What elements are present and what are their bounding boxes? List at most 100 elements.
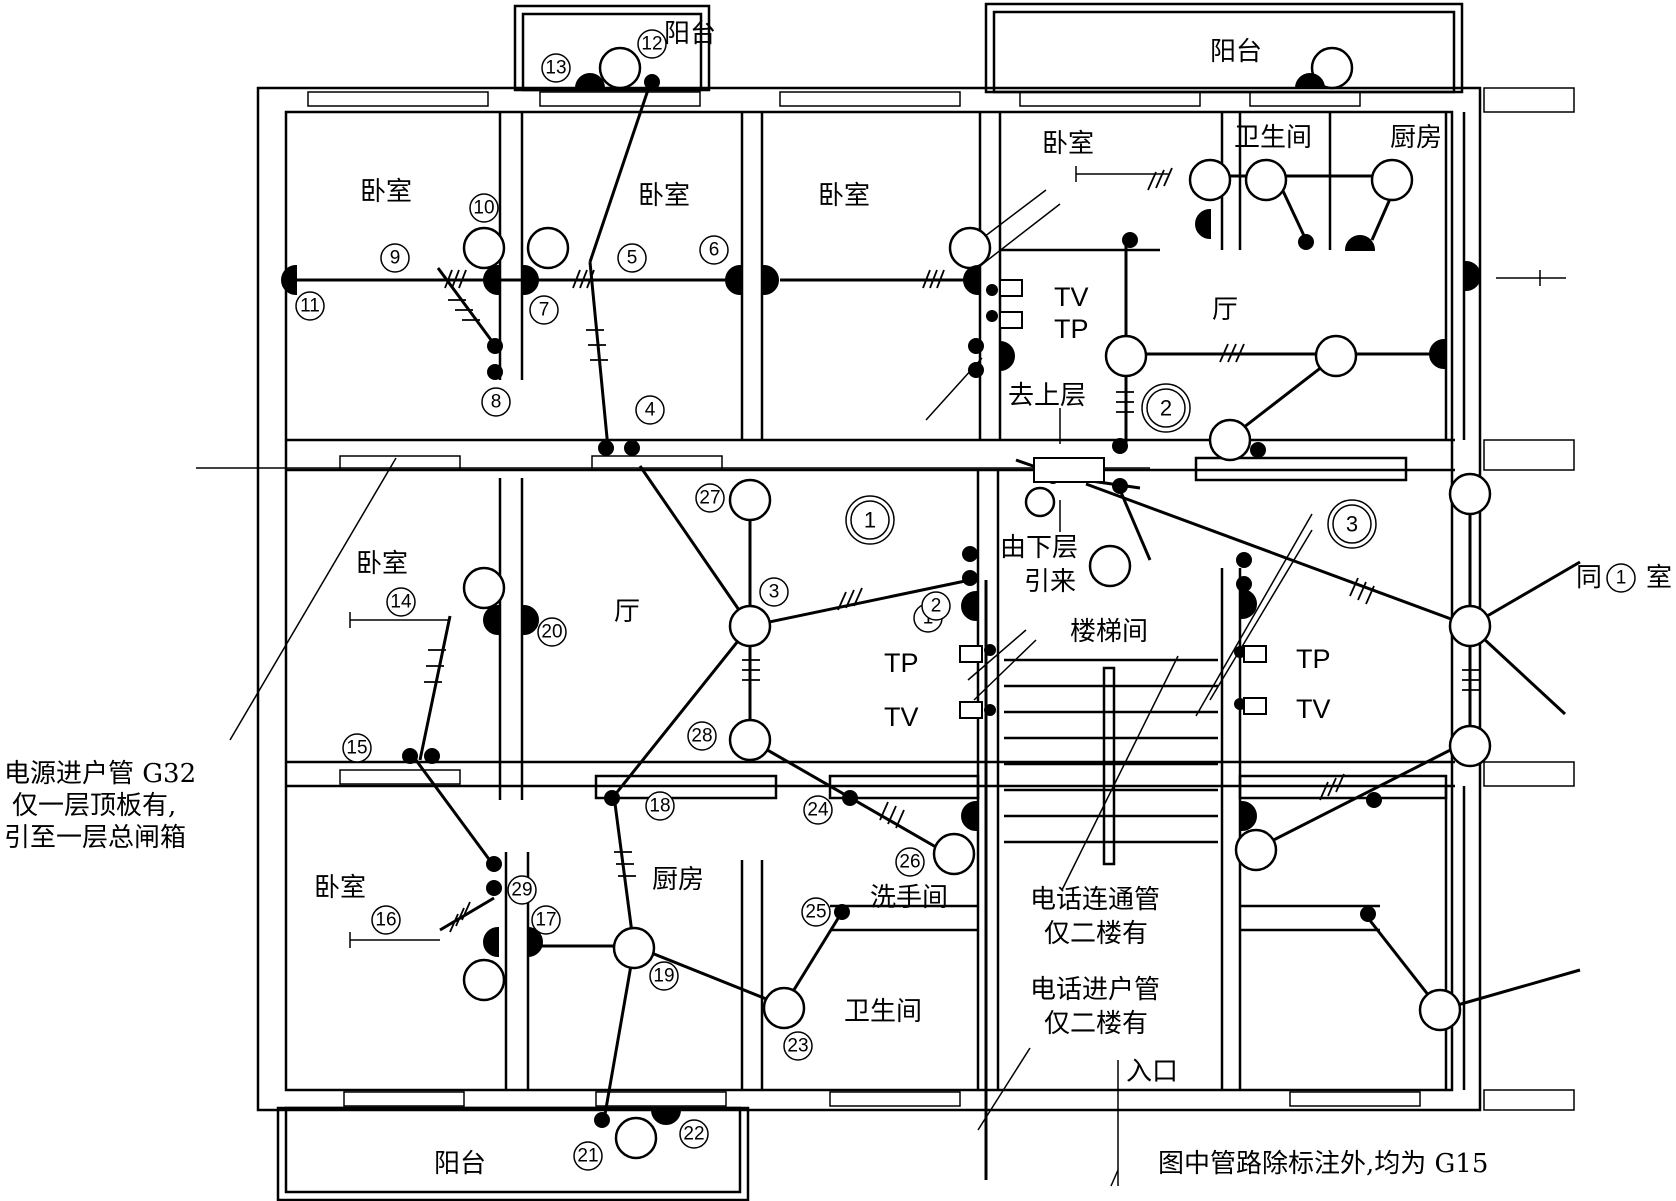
- circuit-tag-number: 21: [577, 1146, 598, 1167]
- circuit-tag-ring: [783, 1031, 813, 1061]
- light-fixtures: [462, 46, 1492, 1160]
- circuit-tag-number: 15: [346, 738, 367, 759]
- circuit-tag-12: 12: [637, 29, 667, 59]
- circuit-tag-20: 20: [537, 617, 567, 647]
- phone-entry-note-1: 电话进户管: [1030, 975, 1160, 1005]
- circuit-tag-15: 15: [342, 733, 372, 763]
- tv-label-left: TV: [884, 702, 919, 732]
- circuit-tag-ring: [921, 591, 951, 621]
- circuit-tag-number: 22: [683, 1124, 704, 1145]
- tv-label-upper: TV: [1054, 282, 1089, 312]
- circuit-tag-11: 11: [295, 291, 325, 321]
- circuit-tag-23: 23: [783, 1031, 813, 1061]
- circuit-tag-19: 19: [649, 961, 679, 991]
- circuit-tag-ring: [803, 795, 833, 825]
- conduit-runs: [290, 77, 1581, 1180]
- conductor-tick-marks: [424, 167, 1480, 933]
- circuit-tag-number: 5: [627, 248, 638, 269]
- phone-link-note-2: 仅二楼有: [1044, 919, 1148, 949]
- circuit-tag-number: 3: [769, 582, 780, 603]
- circuit-tag-ring: [541, 53, 571, 83]
- tp-label-upper: TP: [1054, 314, 1089, 344]
- circuit-tag-number: 16: [375, 910, 396, 931]
- balcony-bottom-label: 阳台: [434, 1149, 486, 1179]
- circuit-tag-ring: [531, 905, 561, 935]
- washroom-label: 洗手间: [870, 883, 948, 913]
- room-labels: 阳台 阳台 阳台 卧室 卧室 卧室 卧室 卧室 卧室 厅 厅 厨房 厨房 洗手间…: [314, 19, 1672, 1179]
- same-as-unit-number: 1: [1616, 568, 1627, 589]
- power-pipe-note-1: 电源进户管 G32: [4, 759, 196, 789]
- circuit-tag-22: 22: [679, 1119, 709, 1149]
- circuit-tag-ring: [649, 961, 679, 991]
- circuit-tag-number: 29: [511, 880, 532, 901]
- general-note: 图中管路除标注外,均为 G15: [1158, 1149, 1488, 1179]
- circuit-tag-number: 25: [805, 902, 826, 923]
- unit-2-number: 2: [1160, 396, 1172, 421]
- circuit-tag-8: 8: [481, 387, 511, 417]
- stairwell-label: 楼梯间: [1070, 617, 1148, 647]
- circuit-tag-ring: [679, 1119, 709, 1149]
- circuit-tag-number: 27: [699, 488, 720, 509]
- circuit-tag-ring: [617, 243, 647, 273]
- circuit-tag-number: 20: [541, 622, 562, 643]
- annotation-labels: 去上层 由下层 引来 入口 电源进户管 G32 仅一层顶板有, 引至一层总闸箱 …: [4, 282, 1488, 1179]
- phone-entry-note-2: 仅二楼有: [1044, 1009, 1148, 1039]
- circuit-tag-29: 29: [507, 875, 537, 905]
- circuit-tag-number: 10: [473, 198, 494, 219]
- circuit-tag-ring: [386, 587, 416, 617]
- circuit-tag-ring: [573, 1141, 603, 1171]
- circuit-tag-number: 18: [649, 796, 670, 817]
- unit-2-marker: 2: [1141, 383, 1191, 433]
- unit-3-marker: 3: [1327, 499, 1377, 549]
- circuit-tag-ring: [469, 193, 499, 223]
- power-pipe-note-3: 引至一层总闸箱: [4, 823, 186, 853]
- circuit-tag-number: 13: [545, 58, 566, 79]
- circuit-tag-ring: [295, 291, 325, 321]
- circuit-tag-number: 11: [300, 296, 320, 317]
- tp-label-right: TP: [1296, 644, 1331, 674]
- circuit-tag-26: 26: [895, 847, 925, 877]
- phone-link-note-1: 电话连通管: [1030, 885, 1160, 915]
- circuit-tag-ring: [371, 905, 401, 935]
- circuit-tag-ring: [695, 483, 725, 513]
- bedroom-6-label: 卧室: [314, 873, 366, 903]
- circuit-tag-number: 14: [390, 592, 412, 613]
- circuit-tag-28: 28: [687, 721, 717, 751]
- power-pipe-note-2: 仅一层顶板有,: [12, 791, 176, 821]
- circuit-tag-ring: [342, 733, 372, 763]
- circuit-tag-number: 6: [709, 240, 720, 261]
- circuit-tag-ring: [380, 243, 410, 273]
- circuit-tag-ring: [759, 577, 789, 607]
- bathroom-left-label: 卫生间: [844, 997, 922, 1027]
- leader-lines: [196, 166, 1566, 1187]
- bedroom-5-label: 卧室: [356, 549, 408, 579]
- circuit-tag-ring: [529, 295, 559, 325]
- from-lower-floor-label-2: 引来: [1024, 567, 1076, 597]
- bedroom-3-label: 卧室: [818, 181, 870, 211]
- tv-label-right: TV: [1296, 694, 1331, 724]
- circuit-tag-number: 12: [641, 34, 662, 55]
- circuit-tag-number: 2: [931, 596, 942, 617]
- circuit-tag-25: 25: [801, 897, 831, 927]
- circuit-tag-number: 7: [539, 300, 550, 321]
- bedroom-4-label: 卧室: [1042, 129, 1094, 159]
- unit-1-number: 1: [864, 508, 876, 533]
- hall-left-label: 厅: [614, 597, 640, 627]
- circuit-tag-ring: [687, 721, 717, 751]
- circuit-tag-ring: [637, 29, 667, 59]
- circuit-tag-7: 7: [529, 295, 559, 325]
- circuit-tag-ring: [481, 387, 511, 417]
- circuit-tag-14: 14: [386, 587, 416, 617]
- circuit-tag-ring: [645, 791, 675, 821]
- sockets: [281, 73, 1481, 1125]
- circuit-tag-ring: [801, 897, 831, 927]
- unit-1-marker: 1: [845, 495, 895, 545]
- kitchen-left-label: 厨房: [652, 865, 704, 895]
- circuit-tag-18: 18: [645, 791, 675, 821]
- circuit-tag-ring: [537, 617, 567, 647]
- circuit-tag-9: 9: [380, 243, 410, 273]
- circuit-tag-17: 17: [531, 905, 561, 935]
- balcony-top-left-label: 阳台: [664, 19, 716, 49]
- circuit-tag-16: 16: [371, 905, 401, 935]
- circuit-tag-number: 23: [787, 1036, 808, 1057]
